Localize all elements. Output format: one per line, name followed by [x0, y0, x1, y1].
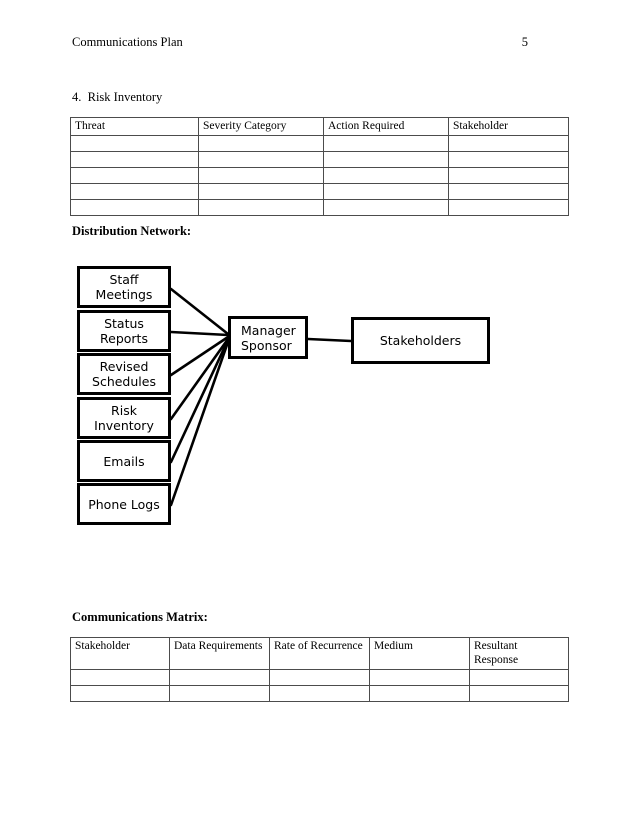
table-row[interactable] [70, 183, 569, 200]
table-cell[interactable] [323, 151, 449, 168]
table-cell[interactable] [198, 135, 324, 152]
column-header-data-requirements: Data Requirements [169, 637, 270, 670]
node-label-line1: Stakeholders [379, 333, 462, 348]
connector-risk-inventory [169, 337, 230, 421]
node-label-line1: Staff [109, 272, 139, 287]
node-label-line1: Status [104, 316, 144, 331]
table-cell[interactable] [323, 183, 449, 200]
node-label-line1: Manager [241, 322, 296, 338]
column-header-resultant-response: Resultant Response [469, 637, 569, 670]
column-header-severity-category: Severity Category [198, 117, 324, 136]
diagram-node-emails[interactable]: Emails [77, 440, 171, 482]
connector-status-reports [169, 330, 230, 337]
connector-phone-logs [169, 340, 230, 507]
risk-inventory-table: Threat Severity Category Action Required… [70, 117, 569, 216]
node-label-line2: Meetings [95, 287, 153, 302]
list-item-risk-inventory: 4. Risk Inventory [72, 90, 163, 104]
table-cell[interactable] [369, 685, 470, 702]
table-cell[interactable] [469, 685, 569, 702]
column-header-stakeholder: Stakeholder [448, 117, 569, 136]
diagram-node-manager-sponsor[interactable]: Manager Sponsor [228, 316, 308, 359]
heading-communications-matrix: Communications Matrix: [72, 610, 208, 624]
node-label-line1: Revised [99, 359, 149, 374]
table-cell[interactable] [70, 183, 199, 200]
connector-manager-to-stakeholders [306, 337, 353, 343]
document-header: Communications Plan 5 [72, 34, 528, 50]
page-number: 5 [521, 35, 528, 49]
table-row[interactable] [70, 199, 569, 216]
table-row[interactable] [70, 167, 569, 184]
node-label-line1: Phone Logs [88, 496, 160, 512]
column-header-medium: Medium [369, 637, 470, 670]
diagram-node-status-reports[interactable]: Status Reports [77, 310, 171, 352]
table-cell[interactable] [70, 685, 170, 702]
table-cell[interactable] [323, 199, 449, 216]
table-header-row: Threat Severity Category Action Required… [70, 117, 569, 136]
table-cell[interactable] [323, 135, 449, 152]
table-cell[interactable] [323, 167, 449, 184]
table-cell[interactable] [448, 199, 569, 216]
connector-revised-schedules [169, 335, 230, 377]
node-label-line1: Risk [111, 403, 137, 418]
communications-matrix-table: Stakeholder Data Requirements Rate of Re… [70, 637, 569, 702]
node-label-line2: Reports [100, 331, 148, 346]
diagram-node-stakeholders[interactable]: Stakeholders [351, 317, 490, 364]
node-label-line2: Inventory [94, 418, 154, 433]
diagram-node-risk-inventory[interactable]: Risk Inventory [77, 397, 171, 439]
table-cell[interactable] [448, 183, 569, 200]
diagram-node-phone-logs[interactable]: Phone Logs [77, 483, 171, 525]
table-cell[interactable] [448, 151, 569, 168]
heading-distribution-network: Distribution Network: [72, 224, 192, 238]
table-cell[interactable] [448, 135, 569, 152]
table-cell[interactable] [369, 669, 470, 686]
column-header-stakeholder: Stakeholder [70, 637, 170, 670]
table-cell[interactable] [70, 135, 199, 152]
table-cell[interactable] [269, 669, 370, 686]
table-cell[interactable] [70, 199, 199, 216]
connector-emails [169, 338, 230, 464]
node-label-line2: Schedules [92, 374, 156, 389]
header-title: Communications Plan [72, 35, 183, 49]
table-cell[interactable] [198, 199, 324, 216]
table-row[interactable] [70, 685, 569, 702]
column-header-rate-of-recurrence: Rate of Recurrence [269, 637, 370, 670]
table-header-row: Stakeholder Data Requirements Rate of Re… [70, 637, 569, 670]
table-cell[interactable] [70, 151, 199, 168]
table-cell[interactable] [70, 167, 199, 184]
diagram-node-revised-schedules[interactable]: Revised Schedules [77, 353, 171, 395]
table-cell[interactable] [198, 183, 324, 200]
table-row[interactable] [70, 151, 569, 168]
table-cell[interactable] [169, 669, 270, 686]
diagram-node-staff-meetings[interactable]: Staff Meetings [77, 266, 171, 308]
table-cell[interactable] [198, 167, 324, 184]
table-row[interactable] [70, 669, 569, 686]
column-header-threat: Threat [70, 117, 199, 136]
table-cell[interactable] [198, 151, 324, 168]
table-cell[interactable] [169, 685, 270, 702]
node-label-line2: Sponsor [241, 337, 292, 353]
table-cell[interactable] [448, 167, 569, 184]
table-row[interactable] [70, 135, 569, 152]
table-cell[interactable] [70, 669, 170, 686]
table-cell[interactable] [269, 685, 370, 702]
table-cell[interactable] [469, 669, 569, 686]
node-label-line1: Emails [103, 453, 145, 469]
column-header-action-required: Action Required [323, 117, 449, 136]
connector-staff-meetings [169, 287, 230, 336]
